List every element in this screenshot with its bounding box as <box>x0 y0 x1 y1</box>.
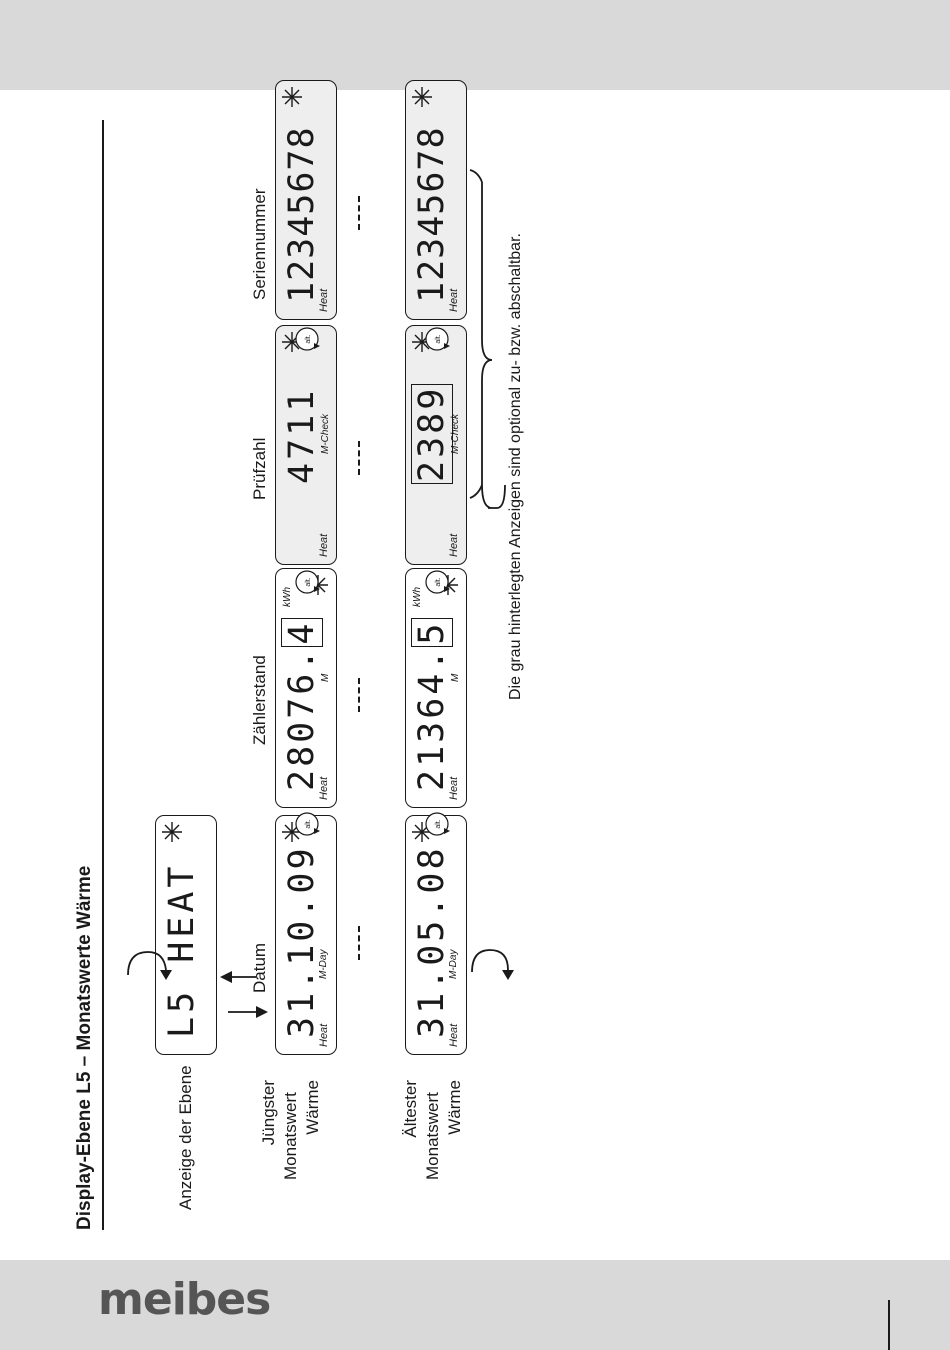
sun-icon <box>162 822 182 842</box>
meibes-logo: meibes <box>98 1274 271 1325</box>
sun-icon <box>412 87 432 107</box>
alt-button-icon: alt. <box>295 570 320 594</box>
alt-button-icon: alt. <box>295 327 320 351</box>
alt-label: alt. <box>435 334 442 343</box>
alt-label: alt. <box>435 577 442 586</box>
header-band <box>0 0 950 90</box>
alt-button-icon: alt. <box>295 812 320 836</box>
alt-button-icon: alt. <box>425 570 450 594</box>
alt-button-icon: alt. <box>425 327 450 351</box>
footnote: Die grau hinterlegten Anzeigen sind opti… <box>507 233 524 700</box>
sun-icon <box>412 822 432 842</box>
lcd-oldest-serial: 12345678 Heat <box>405 80 467 320</box>
footer-divider <box>888 1300 890 1350</box>
brace <box>481 182 493 485</box>
alt-label: alt. <box>435 819 442 828</box>
sun-icon <box>282 87 302 107</box>
alt-label: alt. <box>305 819 312 828</box>
alt-label: alt. <box>305 577 312 586</box>
lcd-oldest-date: 31.05.08 Heat M-Day <box>405 815 467 1055</box>
loop-arrow-top <box>127 951 167 976</box>
loop-arrow-oldest <box>471 949 509 973</box>
alt-button-icon: alt. <box>425 812 450 836</box>
footer-band <box>0 1260 950 1350</box>
lcd-level: L5 HEAT <box>155 815 217 1055</box>
lcd-latest-serial: 12345678 Heat <box>275 80 337 320</box>
alt-label: alt. <box>305 334 312 343</box>
